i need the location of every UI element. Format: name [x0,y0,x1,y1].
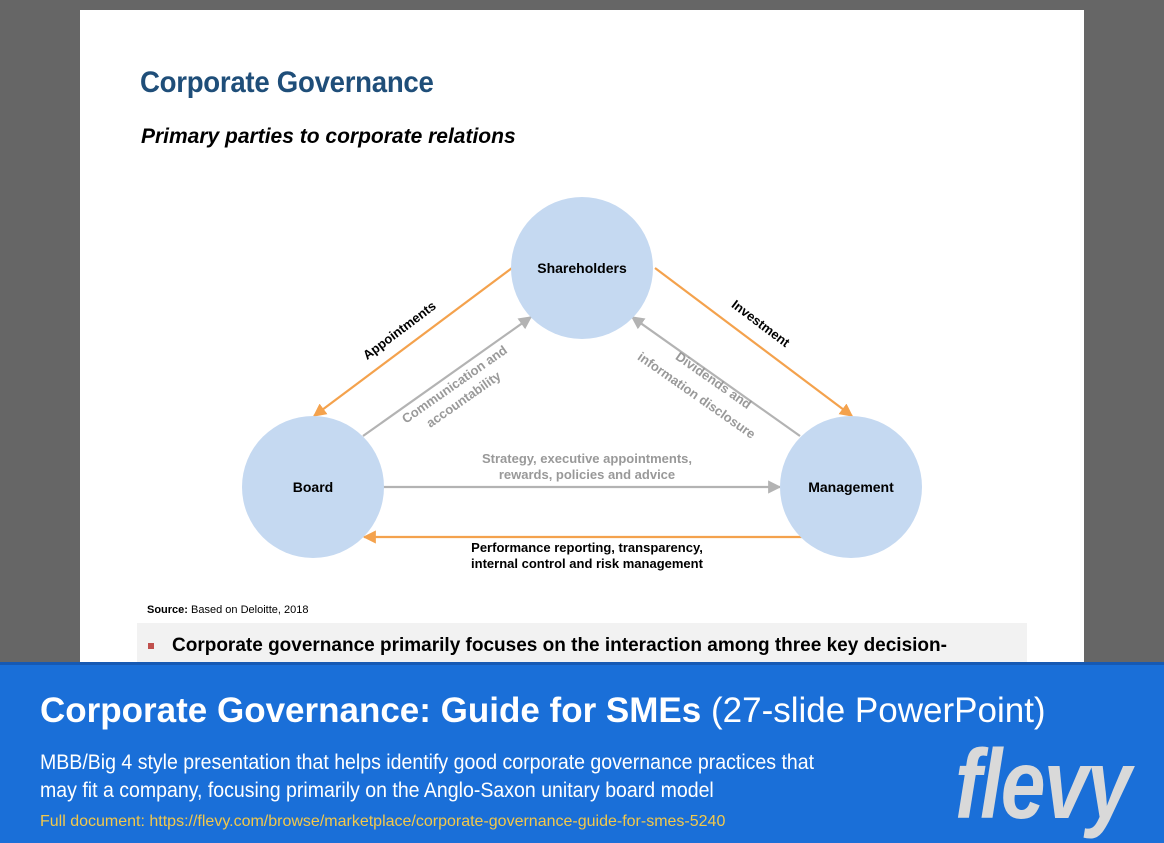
strategy-label-2: rewards, policies and advice [499,467,675,482]
bullet-marker-icon [148,643,154,649]
shareholders-node [511,197,653,339]
document-link[interactable]: Full document: https://flevy.com/browse/… [40,813,725,831]
strategy-label-1: Strategy, executive appointments, [482,451,692,466]
investment-label: Investment [729,297,793,351]
banner-title: Corporate Governance: Guide for SMEs (27… [40,691,1046,731]
performance-label-1: Performance reporting, transparency, [471,540,703,555]
document-link-label: Full document: [40,813,145,830]
board-label: Board [293,479,333,495]
banner-title-sub: (27-slide PowerPoint) [710,691,1046,730]
banner-title-main: Corporate Governance: Guide for SMEs [40,691,702,730]
communication-arrow [362,316,533,437]
slide-subtitle: Primary parties to corporate relations [141,125,516,148]
source-text: Based on Deloitte, 2018 [191,604,309,616]
shareholders-label: Shareholders [537,260,627,276]
banner-desc-line-1: MBB/Big 4 style presentation that helps … [40,751,815,774]
source-note: Source: Based on Deloitte, 2018 [147,604,308,616]
management-label: Management [808,479,894,495]
governance-diagram: Shareholders Board Management Appointmen… [242,197,922,571]
appointments-arrow [312,267,513,417]
board-node [242,416,384,558]
banner-desc-line-2: may fit a company, focusing primarily on… [40,779,714,802]
investment-arrow [654,267,854,417]
slide: Corporate Governance Primary parties to … [80,10,1084,710]
performance-label-2: internal control and risk management [471,556,704,571]
source-label: Source: [147,604,188,616]
flevy-logo[interactable]: flevy [955,729,1132,839]
management-node [780,416,922,558]
banner-description: MBB/Big 4 style presentation that helps … [40,749,815,805]
slide-title: Corporate Governance [140,66,434,99]
dividends-arrow [630,316,801,437]
document-link-url[interactable]: https://flevy.com/browse/marketplace/cor… [149,813,726,830]
promo-banner: Corporate Governance: Guide for SMEs (27… [0,662,1164,843]
bullet-text: Corporate governance primarily focuses o… [172,635,947,656]
